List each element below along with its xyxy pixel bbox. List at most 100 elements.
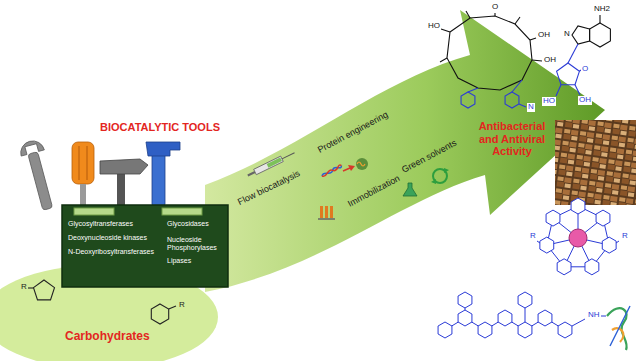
atom-label: NH2 bbox=[593, 5, 611, 14]
glycopeptide-molecule bbox=[438, 292, 606, 338]
atom-label: OH bbox=[537, 31, 551, 40]
immobilization-icon-part bbox=[320, 206, 323, 218]
cyclodextrin-complex-part bbox=[616, 241, 619, 243]
cyclodextrin-complex-part bbox=[602, 237, 616, 253]
glycopeptide-molecule-part bbox=[518, 292, 532, 308]
carbohydrate-label: Carbohydrates bbox=[65, 330, 150, 344]
atom-label: NH bbox=[587, 311, 601, 320]
screwdriver-icon bbox=[72, 142, 94, 208]
toolbox: GlycosyltransferasesDeoxynucleoside kina… bbox=[62, 205, 228, 287]
wrench-icon-part bbox=[18, 138, 44, 156]
protein-ribbon-part bbox=[607, 308, 627, 350]
macrolide-molecule-part bbox=[461, 80, 526, 108]
substituent-label: R bbox=[621, 232, 629, 241]
glycopeptide-molecule-part bbox=[600, 316, 606, 317]
immobilization-icon-part bbox=[330, 206, 333, 218]
wrench-icon-part bbox=[28, 152, 53, 211]
bond bbox=[169, 306, 176, 309]
macrolide-molecule-part-part bbox=[505, 92, 519, 108]
immobilization-icon-part bbox=[325, 206, 328, 218]
enzyme-name: Lipases bbox=[167, 257, 191, 265]
toolbox-body bbox=[62, 205, 228, 287]
macrolide-molecule-part-part bbox=[519, 104, 526, 107]
atom-label: O bbox=[581, 65, 589, 74]
atom-label: OH bbox=[578, 96, 592, 105]
substituent-label: R bbox=[178, 301, 186, 310]
macrolide-molecule-part bbox=[440, 58, 447, 62]
macrolide-molecule-part bbox=[447, 16, 532, 90]
adenosine-molecule-part bbox=[557, 63, 580, 85]
syringe-icon-part bbox=[267, 157, 282, 167]
atom-label: HO bbox=[542, 97, 556, 106]
adenosine-molecule-part bbox=[599, 15, 600, 23]
protein-ribbon-part bbox=[610, 306, 630, 346]
substituent-label: R bbox=[529, 232, 537, 241]
glycopeptide-molecule-part bbox=[498, 310, 512, 326]
cyclodextrin-complex-part bbox=[557, 259, 571, 275]
adenosine-molecule-part bbox=[556, 85, 561, 96]
cyclodextrin-complex-part bbox=[540, 237, 554, 253]
flask-icon-part bbox=[403, 183, 417, 196]
substituent-label: R bbox=[20, 283, 28, 292]
atom-label: HO bbox=[427, 22, 441, 31]
pyranose-ring bbox=[151, 304, 168, 324]
enzyme-name: Deoxynucleoside kinases bbox=[68, 234, 147, 242]
macrolide-molecule-part-part bbox=[468, 88, 478, 92]
macrolide-molecule-part bbox=[441, 29, 450, 32]
hammer-icon-part bbox=[117, 172, 125, 208]
enzyme-icon-part bbox=[357, 162, 365, 166]
atom-label: N bbox=[563, 30, 571, 39]
atom-label: O bbox=[491, 3, 499, 12]
section-title: BIOCATALYTIC TOOLS bbox=[100, 121, 220, 133]
enzyme-icon bbox=[356, 158, 368, 170]
atom-label: OH bbox=[543, 56, 557, 65]
carbohydrate-ellipse-fill bbox=[0, 265, 218, 361]
syringe-icon bbox=[246, 150, 295, 178]
outcome-label: Antibacterial and Antiviral Activity bbox=[472, 120, 552, 158]
atom-label: N bbox=[527, 103, 535, 112]
macrolide-molecule-part-part bbox=[461, 92, 475, 108]
cyclodextrin-complex-part bbox=[585, 259, 599, 275]
hammer-icon bbox=[100, 159, 148, 208]
adenosine-molecule-part bbox=[590, 23, 611, 47]
cyclodextrin-complex-part bbox=[569, 229, 587, 247]
dna-icon-part bbox=[321, 164, 342, 177]
macrolide-molecule bbox=[440, 11, 542, 108]
cyclodextrin-complex-part bbox=[546, 210, 560, 226]
glycopeptide-molecule-part bbox=[572, 319, 585, 326]
blue-tool-icon bbox=[146, 142, 180, 208]
blue-tool-icon-part bbox=[152, 152, 165, 208]
glycopeptide-molecule-part bbox=[478, 322, 492, 338]
material-photo bbox=[555, 120, 636, 205]
glycopeptide-molecule-part bbox=[558, 322, 572, 338]
enzyme-name: Nucleoside Phosphorylases bbox=[167, 236, 223, 252]
enzyme-name: N-Deoxyribosyltransferases bbox=[68, 248, 154, 256]
syringe-icon-part bbox=[282, 153, 295, 159]
glycopeptide-molecule-part bbox=[538, 310, 552, 326]
hammer-icon-part bbox=[100, 159, 148, 174]
enzyme-name: Glycosyltransferases bbox=[68, 220, 133, 228]
screwdriver-icon-part bbox=[78, 146, 80, 180]
syringe-icon-part bbox=[254, 156, 284, 175]
enzyme-icon-part bbox=[356, 158, 368, 170]
screwdriver-icon-part bbox=[72, 142, 94, 184]
recycle-icon bbox=[431, 168, 449, 184]
toolbox-handle bbox=[74, 208, 114, 215]
protein-ribbon bbox=[607, 306, 630, 350]
macrolide-molecule-part bbox=[466, 11, 470, 18]
dna-icon-part bbox=[321, 164, 342, 177]
macrolide-molecule-part-part bbox=[512, 80, 522, 92]
process-arrow-shape bbox=[205, 10, 610, 300]
cyclodextrin-complex-part bbox=[537, 241, 540, 243]
macrolide-molecule-part bbox=[530, 38, 536, 40]
recycle-icon-part bbox=[444, 168, 449, 173]
adenosine-molecule-part bbox=[575, 85, 580, 95]
blue-tool-icon-part bbox=[146, 142, 180, 156]
glycopeptide-molecule-part bbox=[458, 292, 472, 308]
glycopeptide-molecule-part bbox=[458, 310, 472, 326]
dna-icon bbox=[321, 164, 342, 177]
bond bbox=[28, 287, 34, 288]
immobilization-icon bbox=[318, 206, 335, 219]
adenosine-molecule-part bbox=[572, 26, 590, 44]
